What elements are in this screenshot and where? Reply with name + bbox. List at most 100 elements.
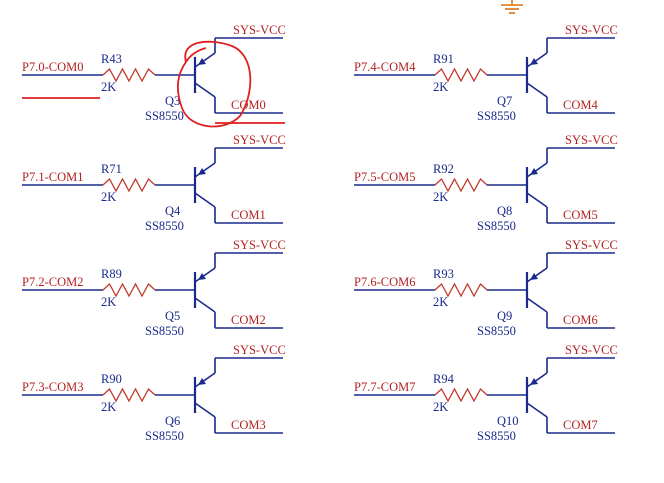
transistor-emitter <box>194 52 216 68</box>
resistor-designator: R91 <box>433 52 454 66</box>
transistor-emitter <box>526 162 548 178</box>
emitter-arrow <box>530 273 538 280</box>
resistor-value: 2K <box>101 400 116 414</box>
transistor-emitter <box>526 372 548 388</box>
supply-net-label: SYS-VCC <box>233 23 286 37</box>
resistor-zigzag <box>434 387 488 403</box>
transistor-emitter <box>194 162 216 178</box>
transistor-model: SS8550 <box>477 219 516 233</box>
resistor-value: 2K <box>433 400 448 414</box>
emitter-arrow <box>198 378 206 385</box>
emitter-arrow <box>530 378 538 385</box>
transistor-designator: Q8 <box>497 204 512 218</box>
resistor-zigzag <box>102 387 156 403</box>
input-net-label: P7.5-COM5 <box>354 170 415 184</box>
transistor-designator: Q3 <box>165 94 180 108</box>
resistor-zigzag <box>102 177 156 193</box>
transistor-model: SS8550 <box>477 109 516 123</box>
transistor-designator: Q5 <box>165 309 180 323</box>
output-net-label: COM5 <box>563 208 598 222</box>
output-net-label: COM2 <box>231 313 266 327</box>
transistor-collector <box>526 297 548 313</box>
resistor-value: 2K <box>101 80 116 94</box>
supply-net-label: SYS-VCC <box>233 238 286 252</box>
resistor-designator: R92 <box>433 162 454 176</box>
transistor-model: SS8550 <box>145 324 184 338</box>
resistor-designator: R43 <box>101 52 122 66</box>
transistor-emitter <box>194 267 216 283</box>
transistor-emitter <box>194 372 216 388</box>
emitter-arrow <box>530 168 538 175</box>
output-net-label: COM0 <box>231 98 266 112</box>
output-net-label: COM7 <box>563 418 598 432</box>
input-net-label: P7.3-COM3 <box>22 380 83 394</box>
transistor-designator: Q7 <box>497 94 512 108</box>
ground-symbol-icon <box>501 0 523 14</box>
input-net-label: P7.7-COM7 <box>354 380 415 394</box>
resistor-value: 2K <box>433 80 448 94</box>
supply-net-label: SYS-VCC <box>565 238 618 252</box>
supply-net-label: SYS-VCC <box>565 343 618 357</box>
resistor-value: 2K <box>101 295 116 309</box>
output-net-label: COM1 <box>231 208 266 222</box>
transistor-collector <box>526 402 548 418</box>
input-net-label: P7.4-COM4 <box>354 60 416 74</box>
transistor-collector <box>194 82 216 98</box>
supply-net-label: SYS-VCC <box>233 343 286 357</box>
resistor-value: 2K <box>101 190 116 204</box>
transistor-model: SS8550 <box>477 429 516 443</box>
transistor-designator: Q9 <box>497 309 512 323</box>
transistor-designator: Q4 <box>165 204 181 218</box>
annotation-group <box>22 0 523 128</box>
input-net-label: P7.0-COM0 <box>22 60 83 74</box>
input-net-label: P7.2-COM2 <box>22 275 83 289</box>
transistor-collector <box>194 192 216 208</box>
circuit-group: P7.0-COM0R432KSYS-VCCCOM0Q3SS8550P7.1-CO… <box>22 23 618 443</box>
emitter-arrow <box>198 273 206 280</box>
resistor-zigzag <box>434 177 488 193</box>
transistor-collector <box>526 192 548 208</box>
resistor-designator: R71 <box>101 162 122 176</box>
resistor-zigzag <box>434 67 488 83</box>
transistor-collector <box>194 402 216 418</box>
resistor-designator: R93 <box>433 267 454 281</box>
resistor-value: 2K <box>433 295 448 309</box>
transistor-collector <box>194 297 216 313</box>
transistor-emitter <box>526 52 548 68</box>
transistor-model: SS8550 <box>477 324 516 338</box>
transistor-model: SS8550 <box>145 109 184 123</box>
resistor-zigzag <box>434 282 488 298</box>
transistor-designator: Q6 <box>165 414 180 428</box>
resistor-designator: R94 <box>433 372 455 386</box>
transistor-designator: Q10 <box>497 414 519 428</box>
output-net-label: COM6 <box>563 313 598 327</box>
highlight-circle <box>177 40 252 128</box>
resistor-designator: R89 <box>101 267 122 281</box>
resistor-zigzag <box>102 67 156 83</box>
transistor-model: SS8550 <box>145 219 184 233</box>
input-net-label: P7.6-COM6 <box>354 275 415 289</box>
transistor-collector <box>526 82 548 98</box>
output-net-label: COM3 <box>231 418 266 432</box>
resistor-zigzag <box>102 282 156 298</box>
transistor-emitter <box>526 267 548 283</box>
emitter-arrow <box>198 168 206 175</box>
resistor-designator: R90 <box>101 372 122 386</box>
supply-net-label: SYS-VCC <box>565 133 618 147</box>
highlight-circle-tail <box>185 47 207 63</box>
transistor-model: SS8550 <box>145 429 184 443</box>
supply-net-label: SYS-VCC <box>565 23 618 37</box>
output-net-label: COM4 <box>563 98 598 112</box>
emitter-arrow <box>198 58 206 65</box>
supply-net-label: SYS-VCC <box>233 133 286 147</box>
resistor-value: 2K <box>433 190 448 204</box>
